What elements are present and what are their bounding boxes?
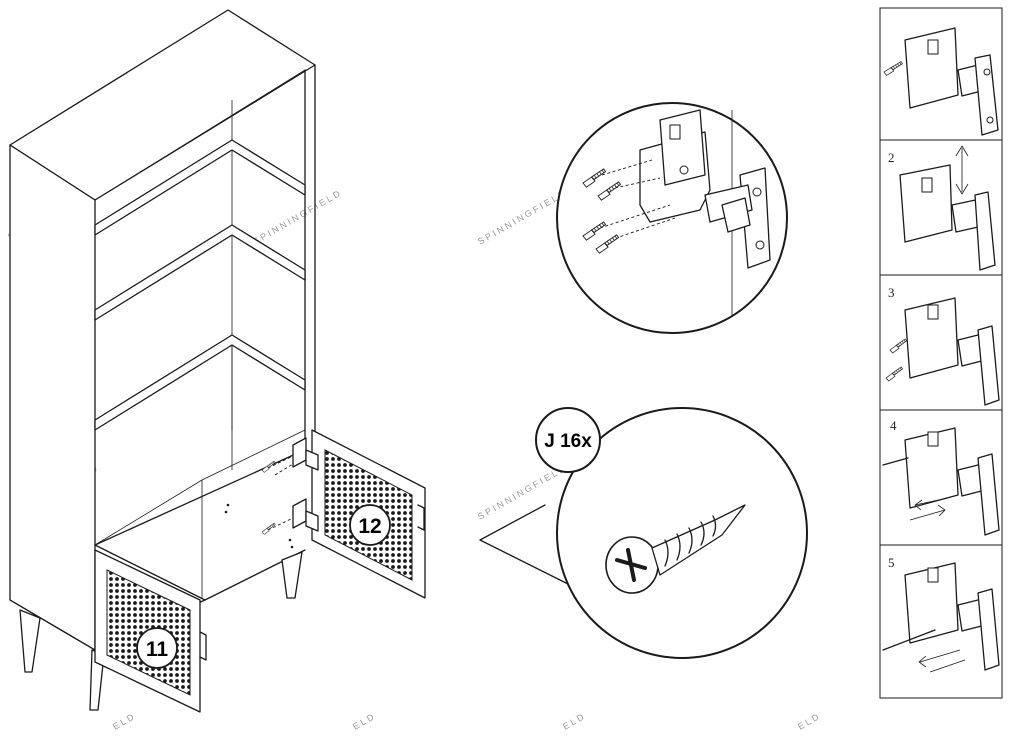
svg-text:2: 2 [888, 150, 895, 165]
svg-text:ELD: ELD [796, 711, 823, 732]
step-2-panel: 2 [879, 139, 1003, 276]
door-label-11: 11 [136, 627, 178, 669]
watermark: SPINNINGFIELD [476, 462, 569, 521]
hinge-detail-magnifier [556, 102, 788, 334]
door-label-12: 12 [349, 504, 391, 546]
screw-callout: J 16x [479, 407, 808, 659]
watermark: SPINNINGFIELD [476, 187, 569, 246]
hinge-upper [260, 437, 319, 476]
cabinet-illustration [9, 9, 426, 713]
watermark: SPINNINGFIELD [251, 187, 344, 246]
svg-text:12: 12 [358, 515, 381, 538]
watermark-fragment: ELD [351, 711, 378, 732]
svg-text:3: 3 [888, 285, 895, 300]
svg-text:ELD: ELD [351, 711, 378, 732]
svg-text:ELD: ELD [111, 711, 138, 732]
step-1-panel [879, 7, 1003, 141]
screw-j-drawing [605, 504, 746, 594]
svg-text:SPINNINGFIELD: SPINNINGFIELD [476, 462, 569, 521]
step-3-panel: 3 [879, 274, 1003, 411]
hinge-lower [260, 498, 319, 536]
svg-text:11: 11 [146, 638, 169, 661]
screw-label-j-16x: J 16x [535, 407, 601, 473]
watermark-fragment: ELD [111, 711, 138, 732]
step-5-panel: 5 [879, 544, 1003, 699]
svg-text:5: 5 [888, 555, 895, 570]
svg-text:4: 4 [890, 418, 897, 433]
svg-text:J 16x: J 16x [544, 431, 592, 452]
step-4-panel: 4 [879, 409, 1003, 546]
hinge-adjustment-steps: 2 3 4 [879, 7, 1003, 699]
svg-text:SPINNINGFIELD: SPINNINGFIELD [476, 187, 569, 246]
svg-text:ELD: ELD [561, 711, 588, 732]
svg-text:SPINNINGFIELD: SPINNINGFIELD [251, 187, 344, 246]
watermark-fragment: ELD [796, 711, 823, 732]
watermark-fragment: ELD [561, 711, 588, 732]
